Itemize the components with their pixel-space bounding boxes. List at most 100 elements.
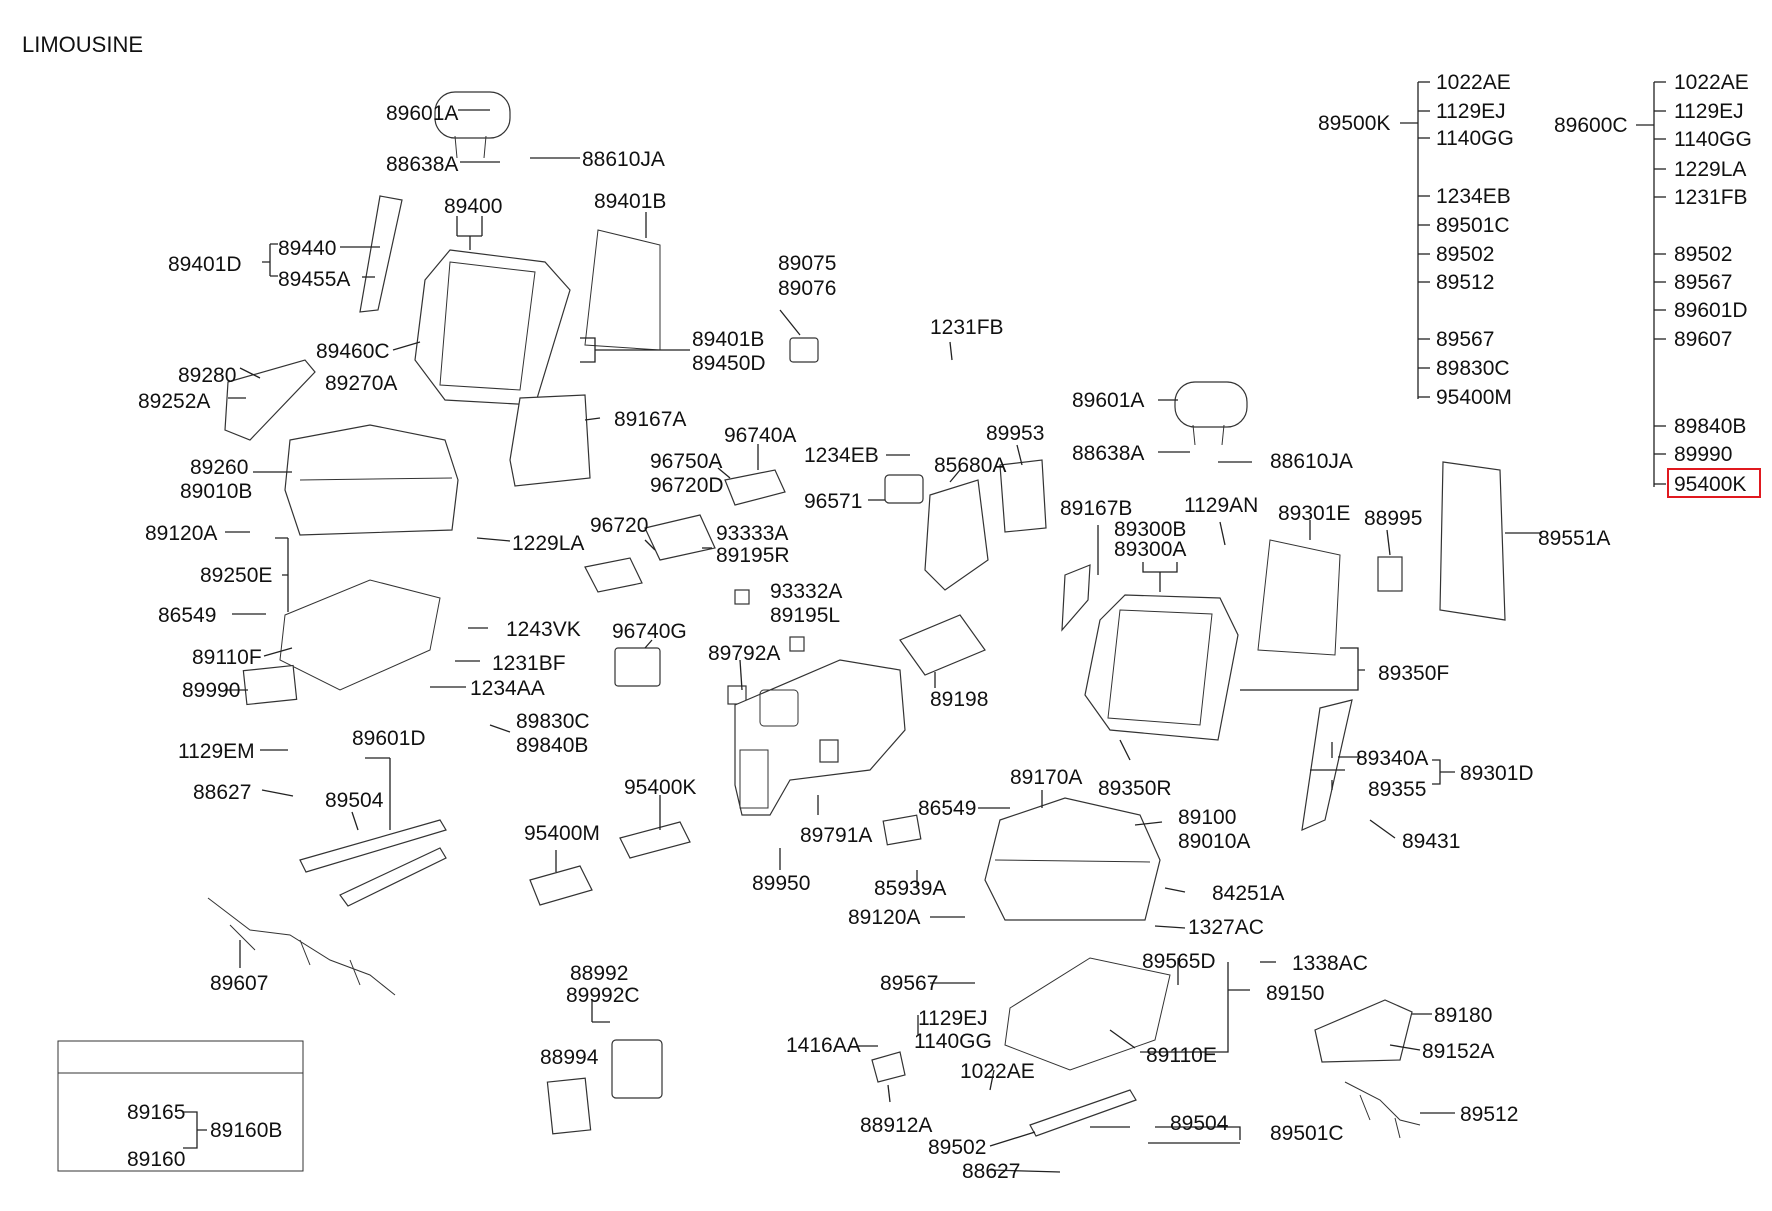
part-label: 89152A xyxy=(1422,1040,1494,1063)
part-label: 89010B xyxy=(180,480,252,503)
kit-item: 89607 xyxy=(1674,328,1732,351)
part-label: 96720D xyxy=(650,474,724,497)
part-label: 88912A xyxy=(860,1114,932,1137)
part-label: 1416AA xyxy=(786,1034,861,1057)
part-label: 88995 xyxy=(1364,507,1422,530)
part-label: 1243VK xyxy=(506,618,581,641)
part-label: 89504 xyxy=(1170,1112,1229,1135)
part-label: 89440 xyxy=(278,237,336,260)
part-label: 88610JA xyxy=(582,148,665,171)
part-label: 93332A xyxy=(770,580,842,603)
part-label: 89401B xyxy=(692,328,764,351)
part-label: 88638A xyxy=(1072,442,1144,465)
part-label: 89252A xyxy=(138,390,210,413)
part-label: 85680A xyxy=(934,454,1006,477)
part-label: 89601A xyxy=(386,102,458,125)
kit-item: 95400M xyxy=(1436,386,1512,409)
part-label: 89992C xyxy=(566,984,640,1007)
part-label: 86549 xyxy=(158,604,216,627)
part-label: 85939A xyxy=(874,877,946,900)
part-label: 1129EJ xyxy=(918,1007,988,1030)
part-label: 89501C xyxy=(1270,1122,1344,1145)
part-label: 89180 xyxy=(1434,1004,1492,1027)
part-label: 96750A xyxy=(650,450,722,473)
part-label: 89502 xyxy=(928,1136,986,1159)
part-label: 93333A xyxy=(716,522,788,545)
part-label: 96720 xyxy=(590,514,648,537)
part-label: 1140GG xyxy=(914,1030,992,1053)
kit-item: 89502 xyxy=(1436,243,1494,266)
part-label: 1327AC xyxy=(1188,916,1264,939)
kit-item-list: 1022AE1129EJ1140GG1229LA1231FB8950289567… xyxy=(1654,71,1761,498)
part-shapes xyxy=(57,91,1506,1172)
part-label: 89120A xyxy=(145,522,217,545)
part-label: 89270A xyxy=(325,372,397,395)
part-label: 89170A xyxy=(1010,766,1082,789)
kit-item: 89502 xyxy=(1674,243,1732,266)
part-label: 89355 xyxy=(1368,778,1426,801)
kit-item: 1022AE xyxy=(1436,71,1511,94)
part-label: 89565D xyxy=(1142,950,1216,973)
kit-item: 89512 xyxy=(1436,271,1494,294)
highlight-box xyxy=(1667,468,1761,498)
part-label: 89950 xyxy=(752,872,810,895)
part-label: 88638A xyxy=(386,153,458,176)
part-label: 89791A xyxy=(800,824,872,847)
part-label: 95400M xyxy=(524,822,600,845)
part-label: 89400 xyxy=(444,195,502,218)
part-label: 89840B xyxy=(516,734,588,757)
part-label: 1129EM xyxy=(178,740,255,763)
kit-item: 1234EB xyxy=(1436,185,1511,208)
part-label: 89792A xyxy=(708,642,780,665)
part-label: 89300B xyxy=(1114,518,1186,541)
part-label: 89280 xyxy=(178,364,236,387)
part-label: 1234EB xyxy=(804,444,879,467)
part-label: 89567 xyxy=(880,972,938,995)
part-label: 89300A xyxy=(1114,538,1186,561)
part-label: 89301D xyxy=(1460,762,1534,785)
part-label: 89350F xyxy=(1378,662,1449,685)
kit-item: 1140GG xyxy=(1436,127,1514,150)
part-label: 95400K xyxy=(624,776,696,799)
kit-item: 1231FB xyxy=(1674,186,1748,209)
part-label: 89260 xyxy=(190,456,248,479)
page-title: LIMOUSINE xyxy=(22,32,143,57)
kit-89500K: 89500K 1022AE1129EJ1140GG1234EB89501C895… xyxy=(1318,71,1514,409)
part-label: 89165 xyxy=(127,1101,185,1124)
kit-item: 1229LA xyxy=(1674,158,1746,181)
part-label: 89504 xyxy=(325,789,384,812)
part-label: 89198 xyxy=(930,688,988,711)
part-label: 89301E xyxy=(1278,502,1350,525)
part-label: 89431 xyxy=(1402,830,1460,853)
part-label: 1022AE xyxy=(960,1060,1035,1083)
part-label: 88994 xyxy=(540,1046,599,1069)
part-label: 89830C xyxy=(516,710,590,733)
part-label: 89551A xyxy=(1538,527,1610,550)
part-label: 1234AA xyxy=(470,677,545,700)
part-label: 1231FB xyxy=(930,316,1004,339)
part-label: 89110F xyxy=(192,646,262,669)
part-label: 96571 xyxy=(804,490,862,513)
part-label: 89195R xyxy=(716,544,790,567)
part-label: 89601A xyxy=(1072,389,1144,412)
part-label: 89953 xyxy=(986,422,1044,445)
kit-item: 89567 xyxy=(1436,328,1494,351)
part-label: 89607 xyxy=(210,972,268,995)
kit-item: 1129EJ xyxy=(1674,100,1744,123)
part-label: 89340A xyxy=(1356,747,1428,770)
kit-item: 1022AE xyxy=(1674,71,1749,94)
kit-label: 89600C xyxy=(1554,114,1628,137)
part-label: 89167A xyxy=(614,408,686,431)
part-label: 89401B xyxy=(594,190,666,213)
part-label: 89601D xyxy=(352,727,426,750)
part-label: 88992 xyxy=(570,962,628,985)
kit-item: 89601D xyxy=(1674,299,1748,322)
kit-item: 89567 xyxy=(1674,271,1732,294)
part-label: 88627 xyxy=(193,781,251,804)
part-label: 1231BF xyxy=(492,652,566,675)
part-label: 1229LA xyxy=(512,532,584,555)
kit-item: 89501C xyxy=(1436,214,1510,237)
part-label: 89100 xyxy=(1178,806,1236,829)
kit-item: 95400K xyxy=(1674,473,1746,496)
